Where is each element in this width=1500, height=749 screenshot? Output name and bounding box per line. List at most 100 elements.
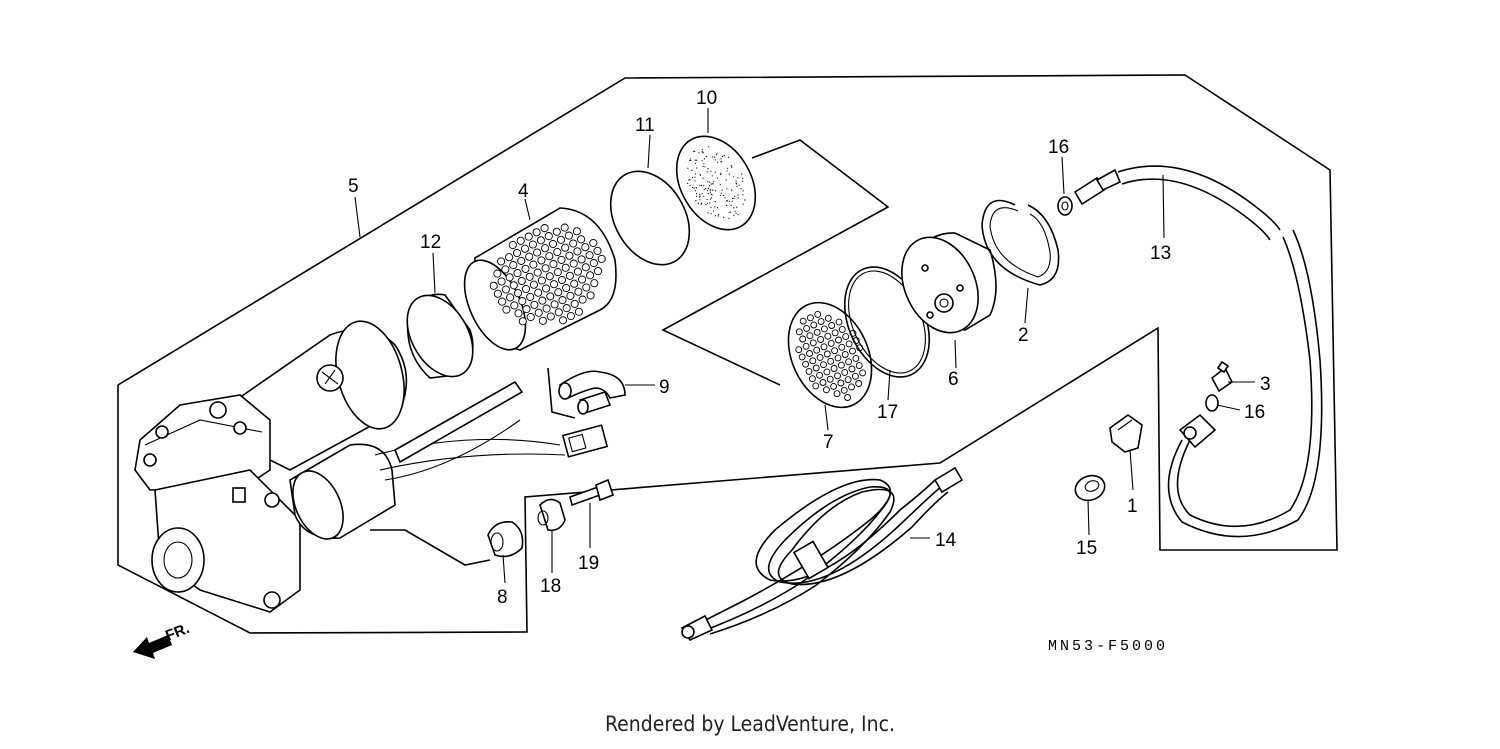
stipple-dot	[739, 185, 740, 186]
perforation-hole	[817, 354, 823, 360]
perforation-hole	[842, 369, 848, 375]
perforation-hole	[586, 252, 593, 259]
stipple-dot	[698, 152, 699, 153]
perforation-hole	[538, 257, 545, 264]
part-3-fitting	[1212, 362, 1232, 391]
part-7-perforated-plate	[772, 289, 887, 421]
stipple-dot	[698, 203, 699, 204]
stipple-dot	[729, 201, 730, 202]
stipple-dot	[712, 156, 713, 157]
perforation-hole	[530, 281, 537, 288]
perforation-hole	[518, 257, 525, 264]
stipple-dot	[726, 179, 727, 180]
perforation-hole	[587, 272, 594, 279]
stipple-dot	[701, 185, 702, 186]
perforation-hole	[561, 224, 568, 231]
perforation-hole	[807, 315, 813, 321]
perforation-hole	[567, 292, 574, 299]
perforation-hole	[513, 249, 520, 256]
stipple-dot	[741, 173, 742, 174]
stipple-dot	[693, 151, 694, 152]
perforation-hole	[838, 362, 844, 368]
part-13-hose	[1075, 166, 1322, 536]
stipple-dot	[732, 198, 733, 199]
perforation-hole	[835, 373, 841, 379]
stipple-dot	[696, 187, 697, 188]
stipple-dot	[724, 197, 725, 198]
stipple-dot	[696, 196, 697, 197]
stipple-dot	[711, 213, 712, 214]
perforation-hole	[594, 268, 601, 275]
stipple-dot	[731, 190, 732, 191]
perforation-hole	[804, 325, 810, 331]
callout-4: 4	[518, 181, 529, 202]
stipple-dot	[702, 149, 703, 150]
stipple-dot	[702, 152, 703, 153]
stipple-dot	[712, 175, 713, 176]
perforation-hole	[549, 240, 556, 247]
grommet-boundary-line	[370, 530, 490, 565]
stipple-dot	[696, 193, 697, 194]
stipple-dot	[699, 199, 700, 200]
stipple-dot	[696, 167, 697, 168]
callout-11: 11	[635, 115, 655, 136]
stipple-dot	[720, 184, 721, 185]
perforation-hole	[856, 363, 862, 369]
drawing-code: MN53-F5000	[1048, 638, 1168, 655]
perforation-hole	[529, 241, 536, 248]
perforation-hole	[502, 266, 509, 273]
stipple-dot	[689, 179, 690, 180]
stipple-dot	[736, 186, 737, 187]
stipple-dot	[727, 168, 728, 169]
perforation-hole	[813, 365, 819, 371]
stipple-dot	[710, 207, 711, 208]
perforation-hole	[563, 284, 570, 291]
perforation-hole	[821, 326, 827, 332]
stipple-dot	[707, 212, 708, 213]
stipple-dot	[736, 180, 737, 181]
stipple-dot	[707, 181, 708, 182]
callout-12: 12	[420, 232, 441, 253]
stipple-dot	[702, 160, 703, 161]
stipple-dot	[724, 155, 725, 156]
stipple-dot	[711, 183, 712, 184]
stipple-dot	[705, 188, 706, 189]
perforation-hole	[539, 317, 546, 324]
callout-5: 5	[348, 176, 359, 197]
perforation-hole	[828, 340, 834, 346]
perforation-hole	[550, 281, 557, 288]
perforation-hole	[803, 343, 809, 349]
stipple-dot	[715, 190, 716, 191]
perforation-hole	[587, 292, 594, 299]
stipple-dot	[689, 185, 690, 186]
perforation-hole	[571, 280, 578, 287]
perforation-hole	[800, 336, 806, 342]
perforation-hole	[838, 380, 844, 386]
perforation-hole	[515, 310, 522, 317]
stipple-dot	[728, 157, 729, 158]
stipple-dot	[720, 161, 721, 162]
perforation-hole	[824, 369, 830, 375]
part-15-grommet	[1072, 472, 1108, 505]
stipple-dot	[714, 206, 715, 207]
perforation-hole	[523, 306, 530, 313]
stipple-dot	[723, 217, 724, 218]
part-9-hose-elbow	[559, 371, 625, 414]
stipple-dot	[743, 190, 744, 191]
stipple-dot	[711, 197, 712, 198]
perforation-hole	[853, 355, 859, 361]
perforation-hole	[539, 297, 546, 304]
part-6-cover	[887, 225, 996, 345]
perforation-hole	[511, 302, 518, 309]
perforation-hole	[547, 293, 554, 300]
stipple-dot	[742, 178, 743, 179]
perforation-hole	[554, 269, 561, 276]
perforation-hole	[522, 285, 529, 292]
part-4-perforated-filter	[452, 208, 616, 359]
stipple-dot	[733, 176, 734, 177]
callout-18: 18	[540, 576, 561, 597]
stipple-dot	[700, 196, 701, 197]
stipple-dot	[723, 195, 724, 196]
perforation-hole	[836, 319, 842, 325]
stipple-dot	[694, 151, 695, 152]
